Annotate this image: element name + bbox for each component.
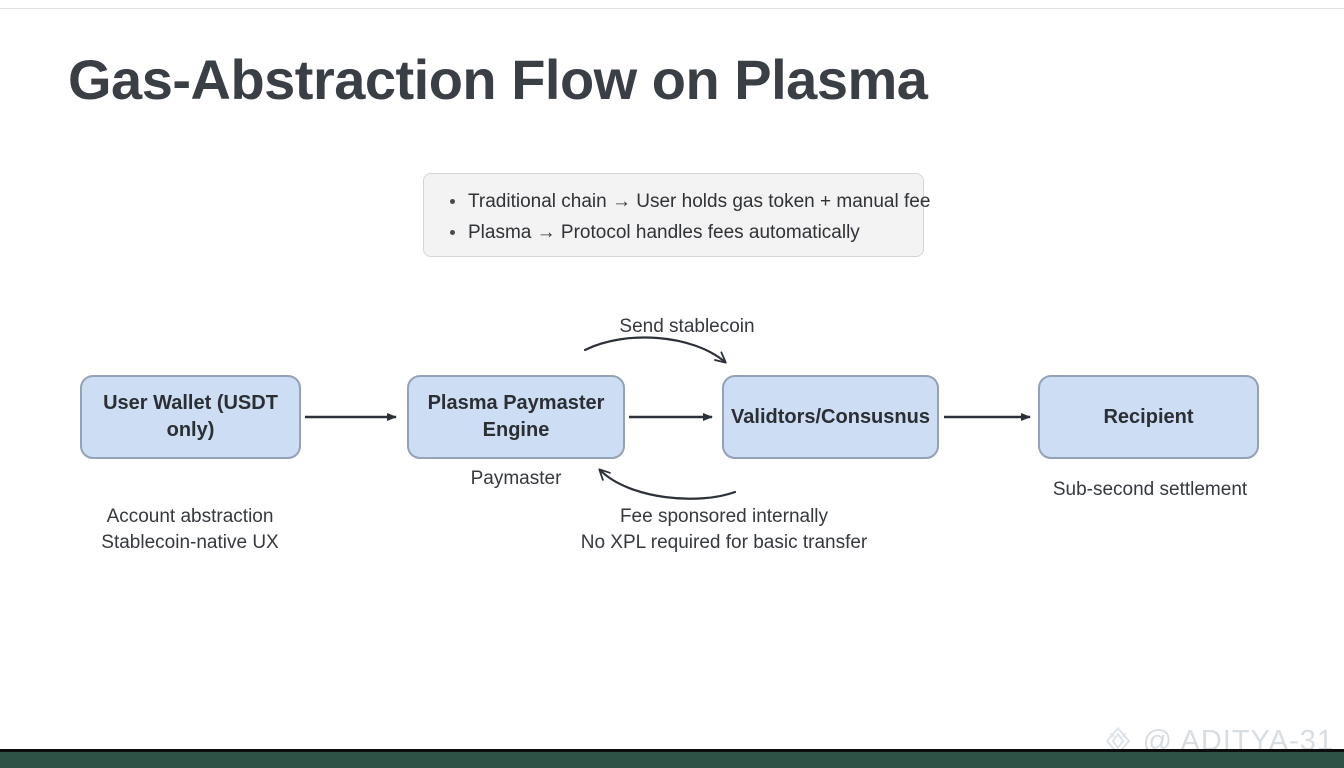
page-title: Gas-Abstraction Flow on Plasma [68,48,928,111]
bullet-dot-icon [450,230,455,235]
bottom-divider [0,749,1344,752]
caption-sub-second-settlement: Sub-second settlement [1052,479,1248,500]
caption-user-wallet: Account abstraction Stablecoin-native UX [101,506,279,553]
flow-node-label: Plasma Paymaster Engine [427,392,605,441]
bullet-callout-box: Traditional chain → User holds gas token… [423,173,930,257]
list-item: Traditional chain → User holds gas token… [444,186,930,217]
caption-paymaster: Paymaster [470,468,562,489]
list-item: Plasma → Protocol handles fees automatic… [444,217,907,248]
flow-node-recipient: Recipient [1038,375,1259,459]
caption-fee-sponsored: Fee sponsored internally No XPL required… [580,506,868,553]
bullet-text: Traditional chain → User holds gas token… [468,191,931,212]
flow-node-label: Recipient [1103,405,1194,428]
bullet-dot-icon [450,199,455,204]
flow-node-plasma-paymaster-engine: Plasma Paymaster Engine [407,375,625,459]
bullet-list: Traditional chain → User holds gas token… [444,186,930,248]
top-divider [0,8,1344,9]
bottom-status-bar [0,752,1344,768]
flow-node-user-wallet: User Wallet (USDT only) [80,375,301,459]
flow-node-validators-consensus: Validtors/Consusnus [722,375,939,459]
curved-arrow-send-stablecoin [583,336,727,364]
flow-node-label: User Wallet (USDT only) [103,392,278,441]
flow-node-label: Validtors/Consusnus [731,405,930,428]
curved-arrow-label-send-stablecoin: Send stablecoin [619,316,755,337]
bullet-text: Plasma → Protocol handles fees automatic… [468,222,860,243]
